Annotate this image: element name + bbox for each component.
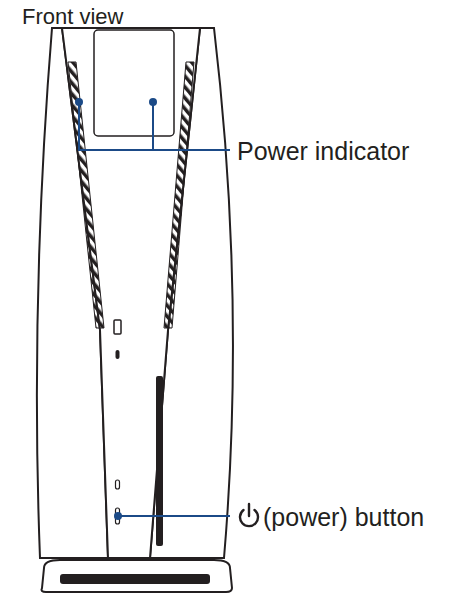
- leader-lines: [79, 102, 230, 516]
- leader-dot: [75, 98, 83, 106]
- usb-port: [114, 320, 121, 334]
- light-strip: [68, 62, 104, 328]
- leader-line: [118, 515, 230, 517]
- power-symbol: [240, 504, 258, 526]
- part-label: Power indicator: [237, 137, 409, 166]
- leader-line: [79, 102, 230, 150]
- stand-base: [60, 574, 210, 584]
- disc-slot: [156, 376, 163, 546]
- usb-c-port: [116, 350, 120, 359]
- part-label: (power) button: [263, 503, 424, 532]
- view-title: Front view: [22, 4, 123, 29]
- leader-dot: [149, 98, 157, 106]
- leader-dot: [114, 512, 122, 520]
- stand: [42, 560, 233, 592]
- leader-line: [152, 102, 154, 150]
- centre-body: [62, 28, 200, 558]
- light-strip: [164, 62, 194, 328]
- top-panel: [94, 30, 174, 136]
- eject-button: [116, 480, 120, 489]
